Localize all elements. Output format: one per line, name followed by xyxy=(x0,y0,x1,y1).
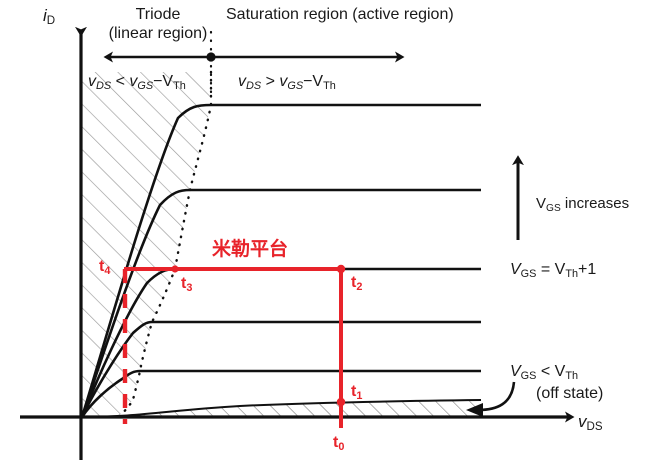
output-characteristic-curves xyxy=(80,103,481,418)
region-divider xyxy=(103,30,405,102)
vgs-less-than-vth-label: VGS < VTh xyxy=(510,363,579,382)
curve-vgs-5 xyxy=(80,188,481,418)
marker-t4: t4 xyxy=(99,258,111,277)
triode-region-title-line1: Triode xyxy=(135,6,181,23)
point-t3 xyxy=(171,265,179,273)
triode-region-title-line2: (linear region) xyxy=(108,25,208,42)
axes xyxy=(20,26,575,460)
off-state-pointer xyxy=(466,381,516,417)
saturation-region-title: Saturation region (active region) xyxy=(226,6,454,23)
marker-t1: t1 xyxy=(351,383,363,402)
y-axis-label: iD xyxy=(43,6,56,27)
curve-vgs-2 xyxy=(80,369,481,418)
red-switching-trajectory xyxy=(122,264,346,428)
marker-t3: t3 xyxy=(181,275,193,294)
curve-vgs-6 xyxy=(80,103,481,418)
vgs-equals-vth-plus-one-label: VGS = VTh+1 xyxy=(510,261,597,280)
x-axis-label: vDS xyxy=(578,412,603,433)
marker-t2: t2 xyxy=(351,274,363,293)
marker-t0: t0 xyxy=(333,434,345,453)
vgs-increases-label: VGS increases xyxy=(536,195,630,214)
saturation-condition: vDS > vGS−VTh xyxy=(238,73,336,92)
triode-condition: vDS < vGS−VTh xyxy=(88,73,186,92)
point-t1 xyxy=(336,397,346,407)
triode-region-hatch xyxy=(81,72,211,417)
curve-vgs-3 xyxy=(80,320,481,418)
off-state-hatch-band xyxy=(80,399,482,418)
off-state-label: (off state) xyxy=(536,385,604,402)
miller-plateau-label: 米勒平台 xyxy=(212,239,289,260)
point-t2 xyxy=(336,264,346,274)
